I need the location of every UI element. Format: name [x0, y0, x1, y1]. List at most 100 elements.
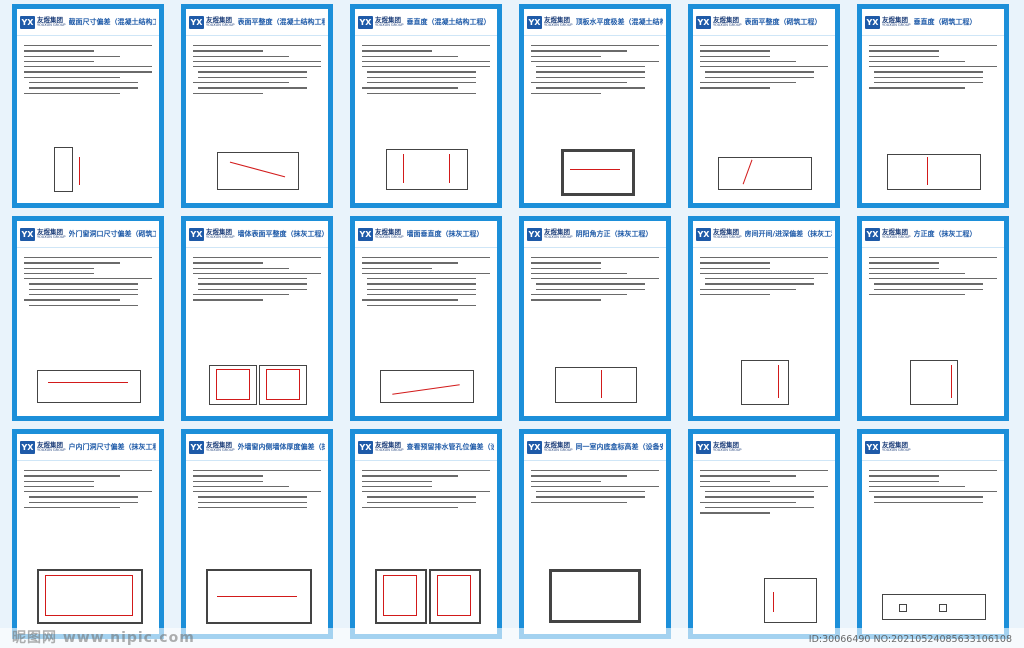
brand-name-en: YOUXUN GROUP: [206, 22, 235, 27]
brand-name: 友煜集团: [375, 441, 401, 449]
brand-name: 友煜集团: [206, 228, 232, 236]
company-logo-icon: YX: [189, 440, 204, 454]
company-logo-icon: YX: [20, 15, 35, 29]
card-title: 房间开间/进深偏差（抹灰工程）: [744, 230, 832, 238]
card-text: [186, 248, 328, 301]
card-text: [524, 461, 666, 504]
diagram-figure: [369, 147, 483, 195]
company-logo-icon: YX: [865, 440, 880, 454]
brand-name-en: YOUXUN GROUP: [882, 22, 911, 27]
brand-name: 友煜集团: [375, 228, 401, 236]
diagram-figure: [538, 147, 652, 197]
brand-name-en: YOUXUN GROUP: [375, 234, 404, 239]
brand-name: 友煜集团: [713, 228, 739, 236]
card-text: [355, 36, 497, 94]
brand-name-en: YOUXUN GROUP: [544, 234, 573, 239]
brand-name: 友煜集团: [544, 441, 570, 449]
diagram-figure: [707, 578, 821, 626]
brand-name-en: YOUXUN GROUP: [544, 447, 573, 452]
diagram-figure: [369, 360, 483, 408]
card-title: 墙体表面平整度（抹灰工程）: [237, 230, 325, 238]
card-text: [17, 36, 159, 94]
card-title: 垂直度（砌筑工程）: [913, 18, 977, 26]
company-logo-icon: YX: [527, 15, 542, 29]
company-logo-icon: YX: [527, 440, 542, 454]
watermark-bar: 昵图网 www.nipic.com ID:30066490 NO:2021052…: [0, 628, 1024, 648]
brand-name-en: YOUXUN GROUP: [375, 447, 404, 452]
brand-name: 友煜集团: [882, 441, 908, 449]
card-title: 方正度（抹灰工程）: [913, 230, 977, 238]
brand-name-en: YOUXUN GROUP: [37, 22, 66, 27]
card-text: [693, 461, 835, 514]
company-logo-icon: YX: [358, 440, 373, 454]
brand-name: 友煜集团: [713, 16, 739, 24]
diagram-figure: [200, 360, 314, 408]
company-logo-icon: YX: [865, 15, 880, 29]
diagram-figure: [31, 360, 145, 408]
brand-name-en: YOUXUN GROUP: [713, 447, 742, 452]
card-title: 查看预留排水管孔位偏差（设备安装）: [406, 443, 494, 451]
diagram-figure: [876, 586, 990, 626]
brand-name: 友煜集团: [206, 16, 232, 24]
brand-name-en: YOUXUN GROUP: [544, 22, 573, 27]
brand-name: 友煜集团: [882, 16, 908, 24]
company-logo-icon: YX: [189, 15, 204, 29]
card-title: 表面平整度（砌筑工程）: [744, 18, 822, 26]
card-text: [693, 248, 835, 296]
brand-name-en: YOUXUN GROUP: [882, 234, 911, 239]
diagram-figure: [538, 360, 652, 408]
card-text: [186, 36, 328, 94]
company-logo-icon: YX: [189, 227, 204, 241]
diagram-figure: [200, 566, 314, 626]
card-title: 截面尺寸偏差（混凝土结构工程）: [68, 18, 156, 26]
card-text: [17, 461, 159, 509]
card-text: [524, 36, 666, 94]
brand-name-en: YOUXUN GROUP: [882, 447, 911, 452]
diagram-figure: [876, 360, 990, 408]
company-logo-icon: YX: [358, 227, 373, 241]
card-text: [355, 248, 497, 306]
diagram-figure: [200, 147, 314, 195]
brand-name-en: YOUXUN GROUP: [375, 22, 404, 27]
brand-name: 友煜集团: [544, 228, 570, 236]
card-title: 外门窗洞口尺寸偏差（砌筑工程）: [68, 230, 156, 238]
diagram-figure: [538, 566, 652, 626]
card-text: [186, 461, 328, 509]
company-logo-icon: YX: [696, 440, 711, 454]
card-text: [862, 36, 1004, 89]
watermark-id: ID:30066490 NO:20210524085633106108: [808, 634, 1012, 645]
diagram-figure: [876, 147, 990, 195]
brand-name-en: YOUXUN GROUP: [206, 447, 235, 452]
brand-name-en: YOUXUN GROUP: [206, 234, 235, 239]
company-logo-icon: YX: [865, 227, 880, 241]
company-logo-icon: YX: [358, 15, 373, 29]
card-title: 阴阳角方正（抹灰工程）: [575, 230, 653, 238]
